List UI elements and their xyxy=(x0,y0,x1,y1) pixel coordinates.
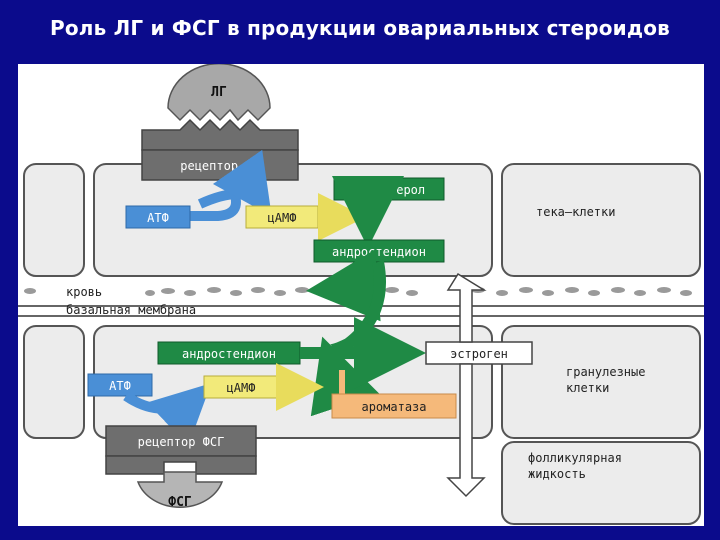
fsh-shape xyxy=(136,471,224,508)
androstenedione-label-theca: андростендион xyxy=(332,245,426,259)
follicular-fluid-label-1: фолликулярная xyxy=(528,451,622,465)
granulosa-cell-left xyxy=(23,325,85,439)
granulosa-cells-label-1: гранулезные xyxy=(566,365,645,379)
estrogen-to-fluid-arrow xyxy=(446,363,486,498)
fsh-hormone: ФСГ xyxy=(136,471,224,510)
atp-to-camp-arrow-theca xyxy=(197,149,272,217)
granulosa-cell-right xyxy=(501,325,701,439)
blood-label: кровь xyxy=(66,285,102,299)
camp-label-granulosa: цАМФ xyxy=(227,381,256,395)
lh-shape xyxy=(167,62,271,122)
lh-hormone: ЛГ xyxy=(167,62,271,122)
fsh-receptor: рецептор ФСГ xyxy=(105,425,257,475)
estrogen-box xyxy=(425,341,533,365)
lh-label: ЛГ xyxy=(211,85,227,100)
cholesterol-label: холестерол xyxy=(353,183,425,197)
estrogen-to-blood-arrow xyxy=(446,272,487,343)
atp-to-camp-arrow-granulosa xyxy=(123,383,212,447)
camp-label-theca: цАМФ xyxy=(268,211,297,225)
basal-membrane-label: базальная мембрана xyxy=(66,303,196,317)
aromatase-label: ароматаза xyxy=(361,400,426,414)
atp-label-theca: АТФ xyxy=(147,211,169,225)
slide-title: Роль ЛГ и ФСГ в продукции овариальных ст… xyxy=(49,16,671,40)
fsh-receptor-label: рецептор ФСГ xyxy=(138,435,225,449)
andro-to-blood-arrow xyxy=(306,249,381,322)
steroid-diagram: ЛГ рецептор ЛГ АТФ цАМФ холестерол андро… xyxy=(18,62,704,525)
aromatase-box xyxy=(331,393,457,419)
estrogen-label: эстроген xyxy=(450,347,508,361)
antrum-cell xyxy=(501,441,701,525)
lh-receptor-label: рецептор ЛГ xyxy=(180,159,259,173)
granulosa-cells-label-2: клетки xyxy=(566,381,609,395)
fsh-label: ФСГ xyxy=(168,495,192,510)
lh-receptor: рецептор ЛГ xyxy=(141,118,299,181)
theca-cell-right xyxy=(501,163,701,277)
diagram-panel: ЛГ рецептор ЛГ АТФ цАМФ холестерол андро… xyxy=(18,62,704,526)
atp-label-granulosa: АТФ xyxy=(109,379,131,393)
theca-cells-label: тека–клетки xyxy=(536,205,615,219)
androstenedione-label-granulosa: андростендион xyxy=(182,347,276,361)
theca-cell-left xyxy=(23,163,85,277)
atp-box-theca xyxy=(125,205,191,229)
follicular-fluid-label-2: жидкость xyxy=(528,467,586,481)
